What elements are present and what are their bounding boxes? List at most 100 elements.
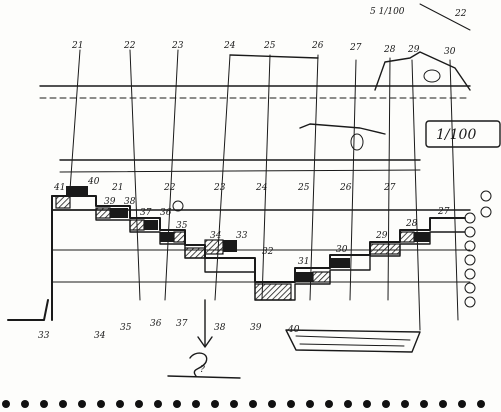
circle-marker	[464, 254, 476, 266]
circle-marker	[464, 240, 476, 252]
perforation-hole	[249, 400, 257, 408]
step-label: 29	[375, 231, 388, 241]
perforation-hole	[230, 400, 238, 408]
top-label: 25	[263, 41, 276, 51]
top-label: 26	[311, 41, 324, 51]
bottom-label-row: 33 34 35 36 37 38 39 40	[38, 319, 300, 341]
step-label: 30	[336, 245, 348, 255]
scale-box	[425, 120, 501, 148]
vertical-9	[411, 59, 421, 331]
perforation-hole	[287, 400, 295, 408]
step-label: 31	[298, 257, 309, 267]
bottom-label: 34	[94, 331, 106, 341]
step-label: 35	[176, 221, 188, 231]
step-label: 36	[160, 208, 172, 218]
perforation-hole	[325, 400, 333, 408]
vertical-1	[69, 49, 81, 191]
block-hatched	[184, 247, 206, 259]
top-label-row: 21 22 23 24 25 26 27 28 29 30	[71, 41, 456, 57]
top-label: 29	[407, 45, 420, 55]
caption-scribble	[167, 352, 241, 379]
perforation-hole	[363, 400, 371, 408]
step-label: 28	[405, 219, 418, 229]
perforation-hole	[135, 400, 143, 408]
scale-box-text: 1/100	[436, 127, 476, 143]
mid-label: 27	[383, 183, 396, 193]
circle-marker	[464, 282, 476, 294]
mid-label: 22	[163, 183, 176, 193]
perforation-hole	[458, 400, 466, 408]
top-label: 24	[223, 41, 236, 51]
vertical-2	[129, 49, 141, 301]
top-label: 22	[123, 41, 136, 51]
perforation-hole	[401, 400, 409, 408]
middle-profile	[299, 123, 386, 135]
perforation-hole	[420, 400, 428, 408]
vertical-6	[309, 54, 319, 301]
perforation-hole	[192, 400, 200, 408]
perforation-hole	[211, 400, 219, 408]
block-hatched	[312, 271, 331, 283]
lower-shape-hatch	[295, 335, 411, 347]
step-label: 38	[124, 197, 136, 207]
step-label: 37	[140, 208, 152, 218]
vertical-5	[261, 54, 271, 301]
perforation-hole	[173, 400, 181, 408]
step-label: 34	[210, 231, 222, 241]
upper-profile-top	[229, 54, 319, 59]
block-hatched	[204, 239, 224, 255]
perforation-hole	[477, 400, 485, 408]
step-label: 40	[87, 177, 100, 187]
block-hatched	[369, 243, 401, 255]
block-solid	[144, 220, 158, 230]
mid-label: 25	[297, 183, 310, 193]
top-label: 30	[444, 47, 456, 57]
block-hatched	[95, 207, 111, 219]
perforation-hole	[116, 400, 124, 408]
top-note-stroke	[419, 3, 471, 31]
perforation-row	[2, 400, 485, 408]
mid-label-row: 21 22 23 24 25 26 27	[111, 183, 396, 193]
perforation-hole	[154, 400, 162, 408]
circle-marker	[480, 206, 492, 218]
block-solid	[223, 240, 237, 252]
block-solid	[66, 186, 88, 196]
bottom-label: 37	[176, 319, 188, 329]
block-hatched	[129, 219, 145, 231]
block-solid	[330, 258, 350, 268]
perforation-hole	[344, 400, 352, 408]
upper-circle-mark	[423, 69, 441, 83]
step-label: 32	[262, 247, 274, 257]
top-label: 28	[383, 45, 396, 55]
block-solid	[160, 232, 174, 242]
circle-marker	[480, 190, 492, 202]
step-base-left	[7, 299, 49, 321]
perforation-hole	[78, 400, 86, 408]
bottom-label: 35	[120, 323, 132, 333]
top-note-left: 5 1/100	[370, 7, 405, 17]
vertical-10	[449, 59, 459, 321]
vertical-7	[349, 59, 357, 301]
circle-marker	[464, 226, 476, 238]
vertical-8	[387, 57, 391, 301]
block-hatched	[55, 195, 71, 209]
bottom-label: 36	[150, 319, 162, 329]
block-solid	[295, 272, 313, 282]
vertical-4	[214, 54, 231, 301]
top-label: 23	[171, 41, 184, 51]
step-label: 39	[104, 197, 116, 207]
perforation-hole	[21, 400, 29, 408]
upper-profile-right	[374, 51, 471, 91]
mid-label: 24	[255, 183, 268, 193]
top-note-right: 22	[454, 9, 467, 19]
middle-circle-mark	[350, 133, 364, 151]
block-solid	[414, 232, 430, 242]
perforation-hole	[439, 400, 447, 408]
step-label: 27	[437, 207, 450, 217]
top-label: 27	[349, 43, 362, 53]
top-label: 21	[71, 41, 83, 51]
perforation-hole	[268, 400, 276, 408]
circle-marker	[464, 212, 476, 224]
